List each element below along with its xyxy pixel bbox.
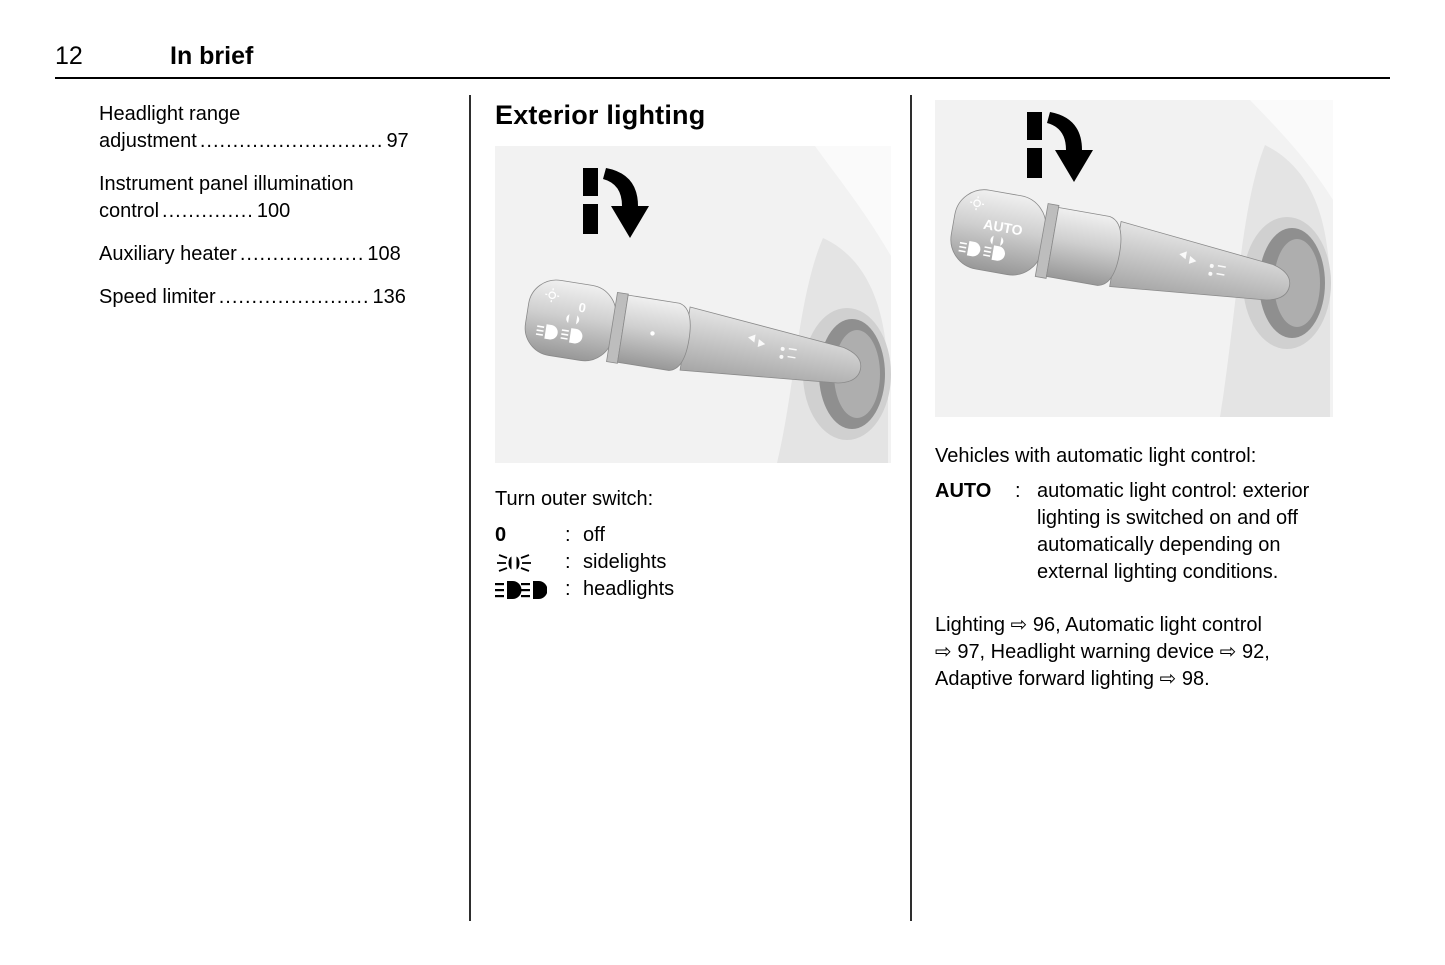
toc-column: Headlight range adjustment..............…: [99, 101, 449, 327]
page-number: 12: [55, 42, 83, 70]
colon: :: [565, 524, 571, 546]
switch-positions-list: 0 : off :: [495, 522, 891, 603]
toc-item-label: Instrument panel illumination control: [99, 173, 354, 222]
auto-light-section: AUTO: [935, 95, 1333, 693]
toc-item-headlight-range[interactable]: Headlight range adjustment..............…: [99, 101, 449, 155]
toc-leader: ...................: [239, 243, 365, 265]
toc-leader: .......................: [218, 286, 370, 308]
toc-item-label: Headlight range adjustment: [99, 103, 241, 152]
knob-headlights-icon: [535, 324, 583, 344]
rotate-arrow-icon: [1027, 112, 1093, 182]
section-heading: Exterior lighting: [495, 100, 706, 130]
toc-leader: ..............: [162, 200, 254, 222]
toc-page-number: 108: [367, 243, 401, 265]
section-title: In brief: [170, 42, 254, 70]
headlights-icon: [495, 576, 565, 600]
colon: :: [565, 551, 571, 573]
knob-auto-label: AUTO: [982, 216, 1024, 239]
switch-position-off: 0 : off: [495, 522, 891, 549]
knob-sidelights-icon: [566, 314, 580, 325]
position-symbol-off: 0: [495, 524, 507, 546]
auto-light-illustration: AUTO: [935, 100, 1333, 417]
cross-references: Lighting ⇨ 96, Automatic light control ⇨…: [935, 614, 1270, 690]
switch-position-headlights: : headlights: [495, 576, 891, 603]
auto-description: automatic light control: exterior lighti…: [1037, 480, 1310, 583]
colon: :: [1015, 480, 1021, 502]
turn-signal-stalk: AUTO: [950, 189, 1291, 301]
toc-item-label: Auxiliary heater: [99, 243, 237, 265]
toc-item-speed-limiter[interactable]: Speed limiter.......................136: [99, 284, 449, 311]
toc-page-number: 100: [256, 200, 291, 222]
position-label: off: [583, 524, 605, 546]
toc-leader: ............................: [199, 130, 384, 152]
auto-term: AUTO: [935, 480, 992, 502]
switch-position-sidelights: : sidelights: [495, 549, 891, 576]
switch-intro: Turn outer switch:: [495, 488, 654, 510]
light-switch-figure: 0: [495, 146, 891, 463]
knob-sidelights-icon: [990, 235, 1004, 246]
auto-definition: AUTO : automatic light control: exterior…: [935, 478, 1333, 586]
auto-light-figure: AUTO: [935, 100, 1333, 417]
auto-intro: Vehicles with automatic light control:: [935, 445, 1257, 467]
exterior-lighting-section: Exterior lighting: [495, 95, 891, 603]
dimmer-wheel-icon: [545, 288, 560, 303]
column-divider-left: [469, 95, 471, 921]
knob-off-label: 0: [578, 300, 587, 316]
toc-page-number: 136: [372, 286, 406, 308]
dimmer-wheel-icon: [970, 196, 985, 211]
sidelights-icon: [495, 549, 565, 573]
toc-page-number: 97: [386, 130, 409, 152]
header-rule: [55, 77, 1390, 79]
toc-item-auxiliary-heater[interactable]: Auxiliary heater...................108: [99, 241, 449, 268]
shaft-indicator-icons: [1179, 251, 1226, 276]
knob-headlights-icon: [958, 240, 1005, 261]
toc-item-instrument-panel[interactable]: Instrument panel illumination control...…: [99, 171, 449, 225]
position-label: sidelights: [583, 551, 667, 573]
shaft-indicator-icons: [748, 334, 797, 359]
turn-signal-stalk: 0: [524, 279, 862, 384]
toc-item-label: Speed limiter: [99, 286, 216, 308]
light-switch-illustration: 0: [495, 146, 891, 463]
column-divider-right: [910, 95, 912, 921]
rotate-arrow-icon: [583, 168, 649, 238]
position-label: headlights: [583, 578, 675, 600]
colon: :: [565, 578, 571, 600]
